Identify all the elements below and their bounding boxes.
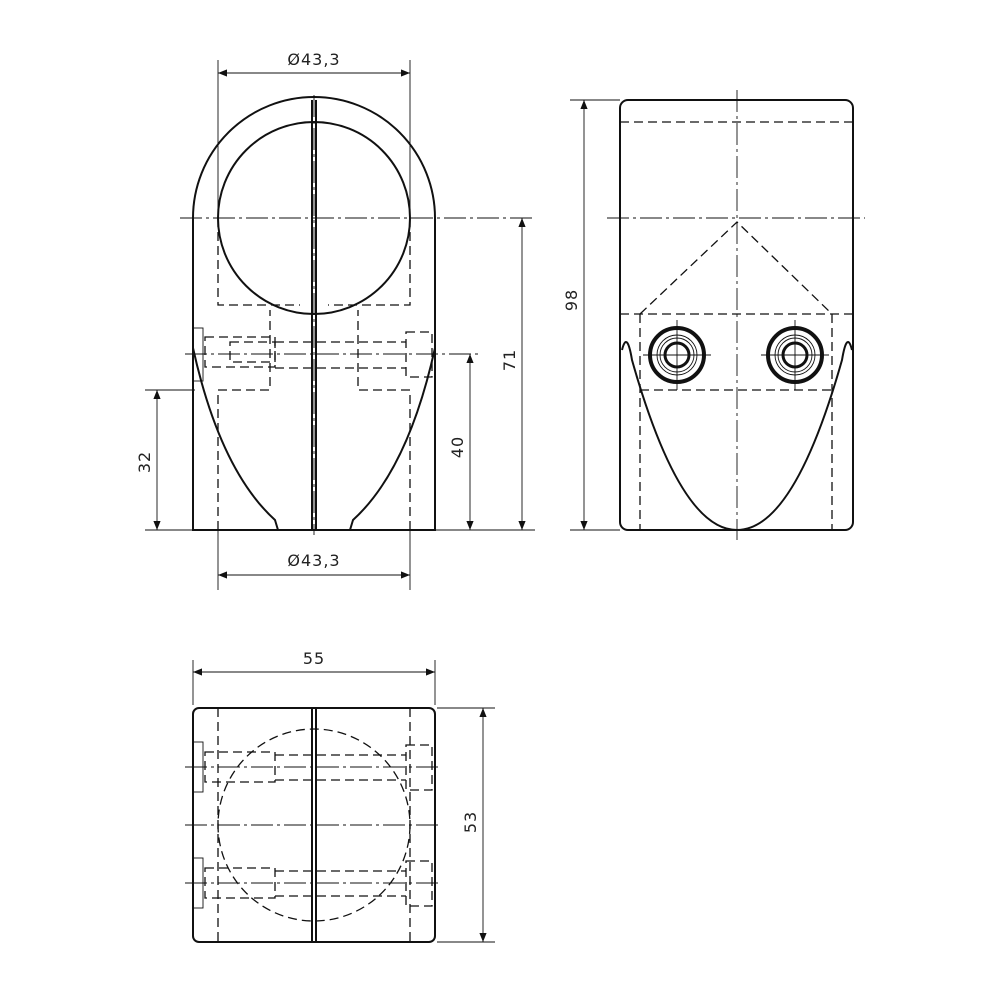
dim-55: 55 xyxy=(303,649,325,668)
dim-top-diameter: Ø43,3 xyxy=(287,50,340,69)
dim-53: 53 xyxy=(461,811,480,833)
dim-98: 98 xyxy=(562,289,581,311)
screw-hole-right xyxy=(761,320,829,390)
dim-71: 71 xyxy=(500,349,519,371)
dim-40: 40 xyxy=(448,436,467,458)
dim-bottom-diameter: Ø43,3 xyxy=(287,551,340,570)
screw-hole-left xyxy=(643,320,711,390)
side-view xyxy=(607,90,865,540)
top-view xyxy=(185,707,440,943)
dim-32: 32 xyxy=(135,451,154,473)
front-view xyxy=(180,95,535,535)
dimension-lines xyxy=(145,60,620,943)
